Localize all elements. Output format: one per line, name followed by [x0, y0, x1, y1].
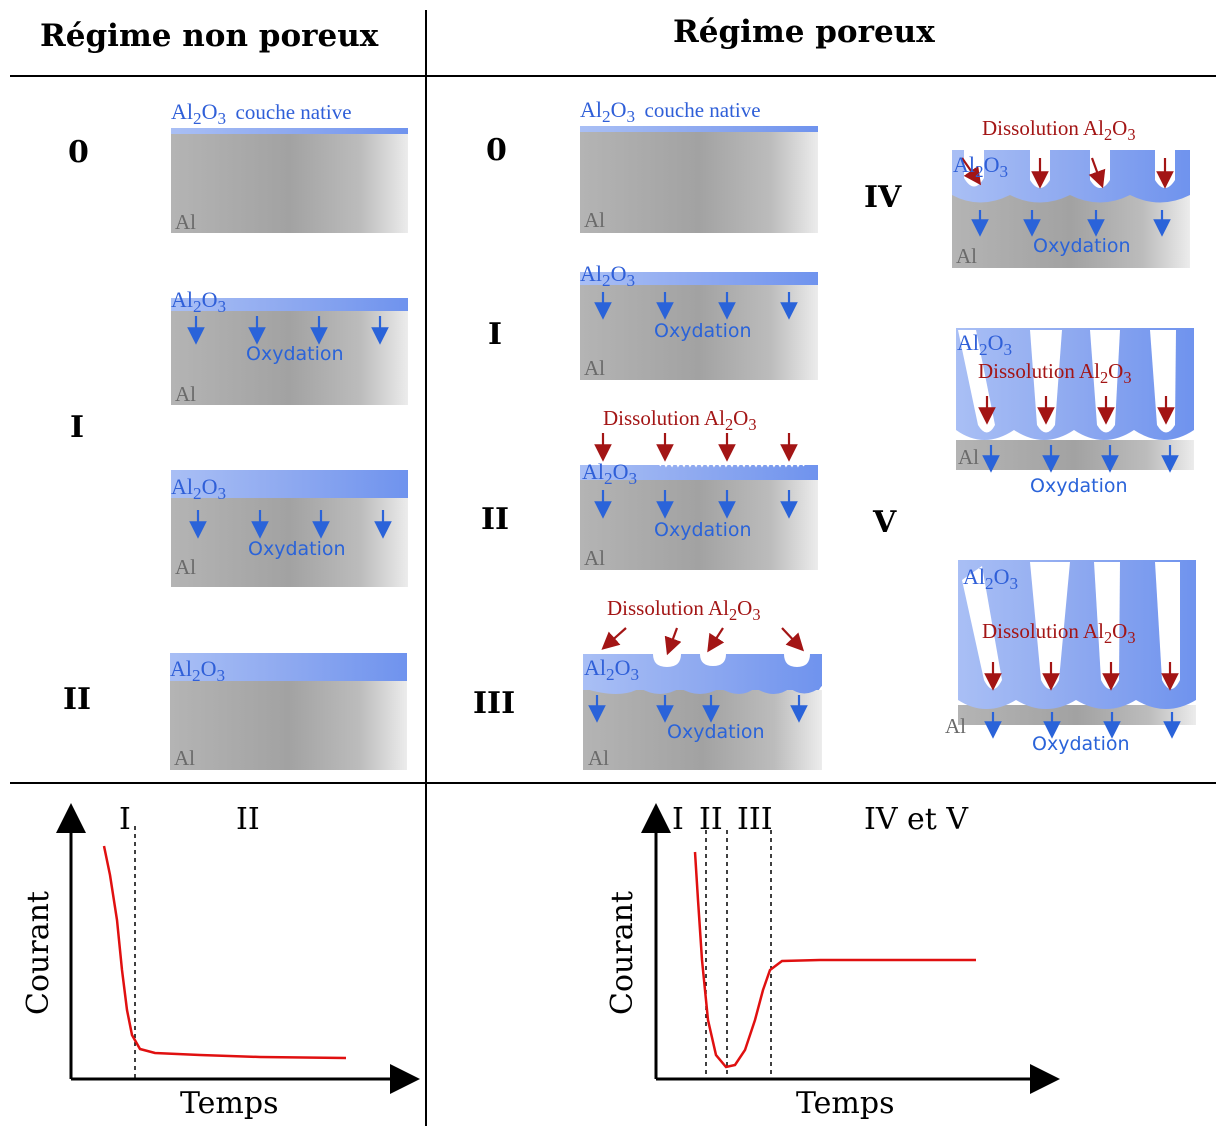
stage-label-p-II: II — [481, 502, 510, 537]
stage-label-np-II: II — [63, 682, 92, 717]
divider-vertical — [425, 10, 427, 1126]
left-graph-ylabel: Courant — [21, 891, 56, 1015]
p-IV-oxydation-label: Oxydation — [1033, 235, 1131, 257]
right-graph-xlabel: Temps — [796, 1086, 895, 1121]
header-non-porous: Régime non poreux — [40, 18, 379, 54]
np-II-oxide-label: Al2O3 — [170, 656, 226, 685]
p-Vb-dissolution-label: Dissolution Al2O3 — [982, 619, 1136, 647]
right-graph-phase-III: III — [737, 802, 773, 837]
np-Ib-oxydation-label: Oxydation — [248, 538, 346, 560]
np-Ia-al-label: Al — [175, 382, 196, 406]
p-0-oxide-label: Al2O3 couche native — [580, 97, 761, 126]
np-Ib-al-label: Al — [175, 555, 196, 579]
right-graph-phase-IV-V: IV et V — [864, 802, 969, 837]
p-III-al-label: Al — [588, 746, 609, 770]
np-Ia-oxydation-label: Oxydation — [246, 343, 344, 365]
p-IV-al-label: Al — [956, 244, 977, 268]
np-Ia-oxide-label: Al2O3 — [171, 287, 227, 316]
right-graph-axes — [641, 803, 1060, 1094]
p-Vb-al-label: Al — [945, 714, 966, 738]
np-panel-Ib — [171, 470, 408, 587]
p-panel-Vb — [958, 560, 1196, 739]
left-graph-phase-II: II — [236, 802, 260, 837]
stage-label-p-I: I — [488, 317, 503, 352]
left-graph-curve — [102, 845, 347, 1060]
p-II-oxydation-label: Oxydation — [654, 519, 752, 541]
stage-label-p-IV: IV — [864, 180, 902, 215]
np-panel-II — [170, 653, 407, 770]
p-Vb-oxide-label: Al2O3 — [963, 564, 1019, 593]
stage-label-p-V: V — [873, 505, 897, 540]
p-IV-dissolution-label: Dissolution Al2O3 — [982, 116, 1136, 144]
p-I-al-label: Al — [584, 356, 605, 380]
stage-label-p-0: 0 — [486, 133, 507, 168]
p-III-dissolution-label: Dissolution Al2O3 — [607, 596, 761, 624]
p-II-dissolution-label: Dissolution Al2O3 — [603, 406, 757, 434]
left-graph-xlabel: Temps — [180, 1086, 279, 1121]
p-I-oxide-label: Al2O3 — [580, 261, 636, 290]
p-III-oxide-label: Al2O3 — [584, 655, 640, 684]
stage-label-p-III: III — [473, 686, 516, 721]
np-0-oxide-label: Al2O3 couche native — [171, 99, 352, 128]
p-panel-0 — [580, 126, 818, 233]
header-porous: Régime poreux — [673, 14, 935, 50]
p-Va-al-label: Al — [958, 445, 979, 469]
right-graph-phase-II: II — [699, 802, 723, 837]
divider-graphs — [10, 782, 1216, 784]
p-III-oxydation-label: Oxydation — [667, 721, 765, 743]
stage-label-np-I: I — [70, 410, 85, 445]
np-0-al-label: Al — [175, 210, 196, 234]
p-panel-IV — [952, 150, 1190, 268]
p-I-oxydation-label: Oxydation — [654, 320, 752, 342]
p-panel-I — [580, 272, 818, 380]
p-II-oxide-label: Al2O3 — [582, 459, 638, 488]
right-graph-phase-I: I — [672, 802, 684, 837]
p-0-al-label: Al — [584, 208, 605, 232]
np-II-al-label: Al — [174, 746, 195, 770]
left-graph-phase-I: I — [119, 802, 131, 837]
np-Ib-oxide-label: Al2O3 — [171, 474, 227, 503]
p-IV-oxide-label: Al2O3 — [953, 152, 1009, 181]
p-Va-oxydation-label: Oxydation — [1030, 475, 1128, 497]
right-graph-ylabel: Courant — [605, 891, 640, 1015]
p-Va-dissolution-label: Dissolution Al2O3 — [978, 359, 1132, 387]
divider-header — [10, 75, 1216, 77]
p-panel-II — [580, 433, 818, 570]
p-Vb-oxydation-label: Oxydation — [1032, 733, 1130, 755]
np-panel-0 — [171, 128, 408, 233]
p-panel-III — [583, 627, 822, 770]
np-panel-Ia — [171, 298, 408, 405]
p-II-al-label: Al — [584, 546, 605, 570]
right-graph-curve — [693, 851, 976, 1069]
left-graph-axes — [56, 803, 420, 1094]
stage-label-np-0: 0 — [68, 135, 89, 170]
p-Va-oxide-label: Al2O3 — [957, 330, 1013, 359]
right-graph-phase-lines — [705, 830, 772, 1079]
p-panel-Va — [956, 328, 1194, 473]
